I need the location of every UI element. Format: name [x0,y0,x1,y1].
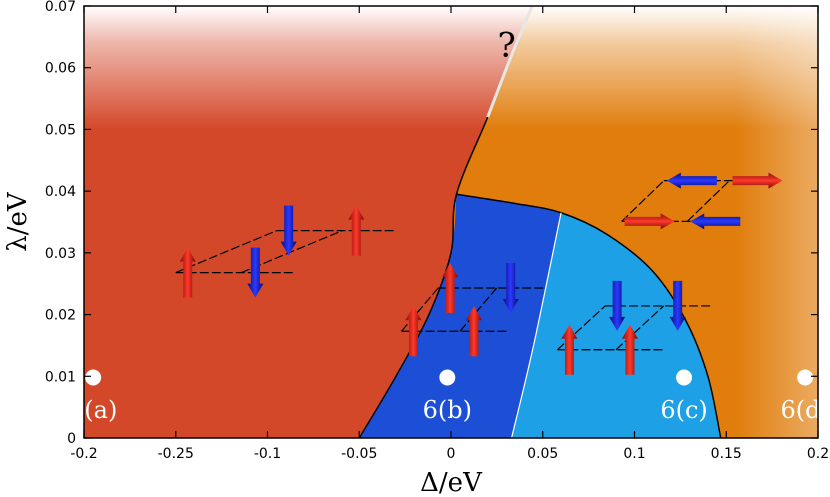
spin-insets [175,172,784,375]
sample-point-label: 6(d) [780,396,829,424]
spin-down-icon [669,280,686,331]
plot-area: 6(a) 6(b) 6(c) 6(d) [69,6,829,438]
spin-inset-right-phase [621,172,784,230]
spin-right-icon [732,172,783,189]
spin-right-icon [624,213,675,230]
sample-point-label: 6(a) [69,396,117,424]
lattice-bond [400,287,439,332]
x-tick-label: -0.05 [341,446,377,462]
spin-inset-light-blue-phase [557,280,712,375]
lattice-bond [621,180,665,222]
y-tick-label: 0.06 [45,61,76,77]
sample-point-marker [676,369,693,386]
sample-point-marker [85,369,102,386]
spin-left-icon [690,213,741,230]
spin-up-icon [348,205,365,256]
spin-inset-left-phase [175,205,396,298]
y-tick-label: 0 [67,431,76,447]
lattice-bond [459,287,498,332]
x-tick-label: 0.2 [807,446,829,462]
phase-boundary-dome [456,193,722,438]
lattice-bond [175,230,277,274]
spin-up-icon [179,247,196,298]
lattice-bond [615,305,665,351]
x-tick-label: 0.15 [711,446,742,462]
x-axis-label: Δ/eV [420,468,483,497]
uncertain-region-annotation: ? [497,25,515,65]
spin-up-icon [561,324,578,375]
phase-boundary-divider [510,212,562,438]
spin-down-icon [609,280,626,331]
sample-point-marker [797,369,814,386]
spin-down-icon [247,247,264,298]
spin-up-icon [465,306,482,357]
spin-up-icon [621,324,638,375]
x-tick-label: -0.2 [70,446,97,462]
y-tick-label: 0.04 [45,184,76,200]
y-tick-label: 0.07 [45,0,76,15]
lattice-bond [686,180,730,222]
y-tick-label: 0.02 [45,308,76,324]
x-tick-label: -0.1 [254,446,281,462]
sample-points: 6(a) 6(b) 6(c) 6(d) [69,369,829,424]
y-axis-label: λ/eV [3,191,33,252]
spin-down-icon [502,263,519,314]
x-tick-label: 0.1 [623,446,645,462]
spin-inset-dark-blue-phase [400,263,545,357]
spin-left-icon [666,172,717,189]
spin-down-icon [280,205,297,256]
x-tick-label: -0.25 [158,446,194,462]
lattice-bond [557,305,606,351]
sample-point-label: 6(b) [423,396,472,424]
y-tick-label: 0.03 [45,246,76,262]
y-tick-label: 0.01 [45,369,76,385]
x-tick-label: 0 [447,446,456,462]
spin-up-icon [405,306,422,357]
sample-point-label: 6(c) [660,396,707,424]
sample-point-marker [439,369,456,386]
spin-up-icon [442,263,459,314]
x-tick-label: 0.05 [527,446,558,462]
y-tick-label: 0.05 [45,122,76,138]
phase-boundary-uncertain [486,6,534,118]
axis-ticks: -0.2 -0.25 -0.1 -0.05 0 0.05 0.1 0.15 0.2 0 0.01 0.… [45,0,829,462]
